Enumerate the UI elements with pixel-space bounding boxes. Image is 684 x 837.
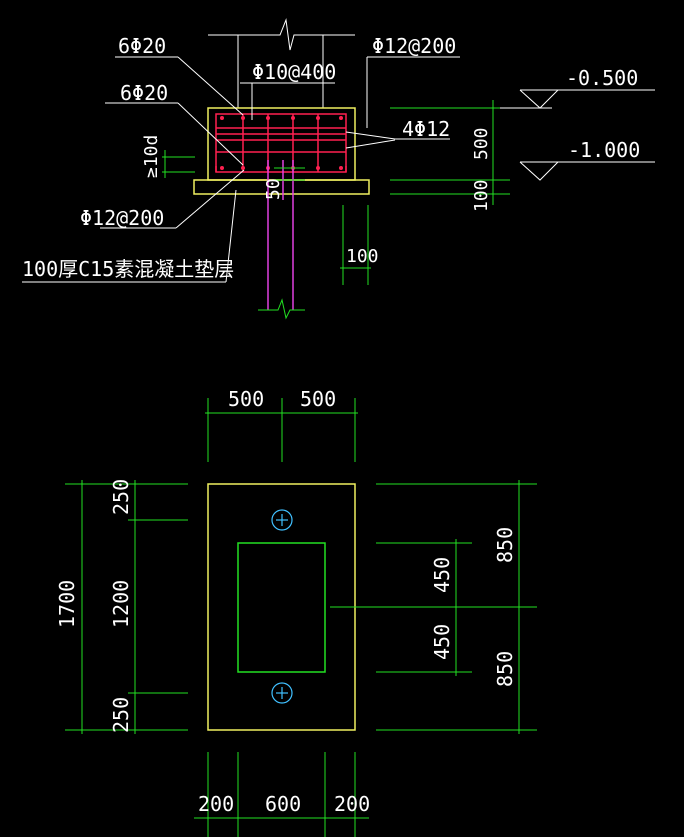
label-right-outer-top: 850: [493, 527, 517, 563]
section-view: 6Φ20 6Φ20 Φ10@400 Φ12@200 4Φ12 Φ12@200 ≥…: [22, 18, 655, 320]
label-bottom-left: 200: [198, 792, 234, 816]
label-bottom-right: 200: [334, 792, 370, 816]
pile-cap-outline: [207, 107, 356, 181]
pile-embed-dim: [274, 167, 305, 181]
label-dim-500: 500: [471, 127, 492, 160]
elevation-markers: [500, 89, 655, 181]
column-stub: [208, 18, 355, 108]
plan-column-outline: [237, 542, 326, 673]
label-left-mid: 1200: [109, 580, 133, 628]
label-pile-offset: 100: [346, 246, 379, 267]
label-top-bars: 6Φ20: [118, 34, 166, 58]
label-left-bottom: 250: [109, 697, 133, 733]
label-left-top: 250: [109, 479, 133, 515]
rebar-dots: [220, 116, 343, 170]
label-left-total: 1700: [55, 580, 79, 628]
plan-view: 500 500 1700 250 1200 250 450 450 850 85…: [55, 387, 537, 837]
elevation-dims: [390, 100, 510, 205]
label-cushion-note: 100厚C15素混凝土垫层: [22, 257, 234, 281]
label-stirrup-12: Φ12@200: [372, 34, 456, 58]
label-top-left: 500: [228, 387, 264, 411]
label-elev-bottom: -1.000: [568, 138, 640, 162]
label-bottom-mid: 600: [265, 792, 301, 816]
label-side-bars: 4Φ12: [402, 117, 450, 141]
label-elev-top: -0.500: [566, 66, 638, 90]
label-dim-100: 100: [471, 179, 492, 212]
label-bottom-bars: Φ12@200: [80, 206, 164, 230]
pile-symbol-top: [271, 509, 293, 531]
anchor-dim: [162, 150, 195, 178]
label-right-inner-top: 450: [430, 557, 454, 593]
pile-break: [258, 298, 305, 320]
label-anchor: ≥10d: [141, 135, 162, 178]
plan-dim-lines: [65, 398, 537, 837]
pile-symbol-bottom: [271, 682, 293, 704]
pile-offset-dim: [340, 205, 371, 285]
label-pile-embed: 50: [263, 178, 284, 200]
label-right-inner-bottom: 450: [430, 624, 454, 660]
label-right-outer-bottom: 850: [493, 651, 517, 687]
label-mid-bars: 6Φ20: [120, 81, 168, 105]
label-stirrup-10: Φ10@400: [252, 60, 336, 84]
label-top-right: 500: [300, 387, 336, 411]
rebar-cage: [215, 113, 347, 173]
leader-lines: [22, 56, 460, 283]
